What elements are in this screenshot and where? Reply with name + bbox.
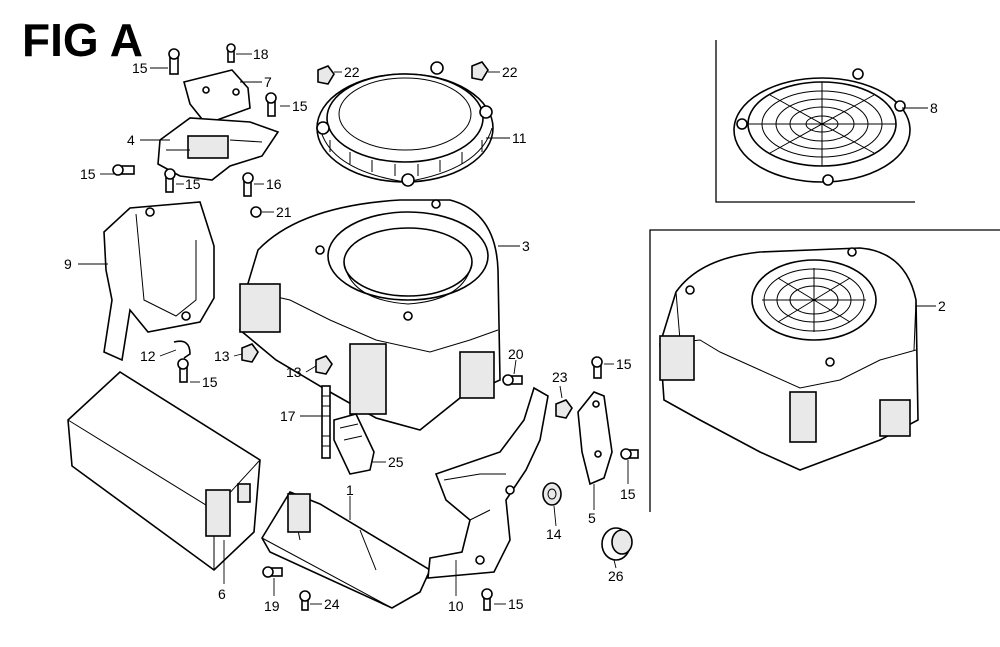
callout-20: 20 [508,346,524,362]
callout-18: 18 [253,46,269,62]
callout-6: 6 [218,586,226,602]
callout-12: 12 [140,348,156,364]
leader-lines [78,53,936,605]
lower-shroud-part-10 [427,386,549,579]
callout-21: 21 [276,204,292,220]
callout-5: 5 [588,510,596,526]
callout-24: 24 [324,596,340,612]
side-bracket-part-5 [577,391,613,486]
callout-10: 10 [448,598,464,614]
callout-23: 23 [552,369,568,385]
fan-ring-part-11 [316,61,494,187]
callout-13: 13 [214,348,230,364]
callout-15: 15 [132,60,148,76]
grommet-part-14 [542,482,562,506]
cover-plate-part-7 [183,69,251,125]
callout-13: 13 [286,364,302,380]
shield-plate-part-25 [333,413,375,475]
callout-26: 26 [608,568,624,584]
callout-3: 3 [522,238,530,254]
callout-15: 15 [620,486,636,502]
fan-grille-part-8 [733,68,911,186]
callout-15: 15 [202,374,218,390]
fan-cover-part-3 [239,199,501,431]
fastener-bolts [112,43,639,611]
side-baffle-part-9 [103,201,215,362]
callout-15: 15 [80,166,96,182]
callout-15: 15 [616,356,632,372]
callout-19: 19 [264,598,280,614]
callout-7: 7 [264,74,272,90]
inset-frame-shroud [649,229,1000,512]
callout-labels: 15 18 7 15 4 15 15 16 21 9 12 15 13 13 2… [64,46,946,614]
air-guide-part-1 [261,491,432,609]
callout-15: 15 [292,98,308,114]
callout-22: 22 [344,64,360,80]
callout-1: 1 [346,482,354,498]
callout-14: 14 [546,526,562,542]
inset-frame-grille [715,40,915,203]
cap-part-26 [601,527,633,561]
air-cleaner-cover-part-6 [67,370,261,572]
figure-title: FIG A [22,14,143,66]
callout-9: 9 [64,256,72,272]
callout-15: 15 [185,176,201,192]
callout-4: 4 [127,132,135,148]
callout-22: 22 [502,64,518,80]
callout-8: 8 [930,100,938,116]
callout-25: 25 [388,454,404,470]
callout-11: 11 [512,130,527,146]
control-bracket-part-4 [157,117,280,181]
fan-shroud-assembly-part-2 [659,247,919,471]
stud-bolt-part-17 [321,385,331,459]
callout-16: 16 [266,176,282,192]
callout-2: 2 [938,298,946,314]
callout-17: 17 [280,408,296,424]
callout-15: 15 [508,596,524,612]
